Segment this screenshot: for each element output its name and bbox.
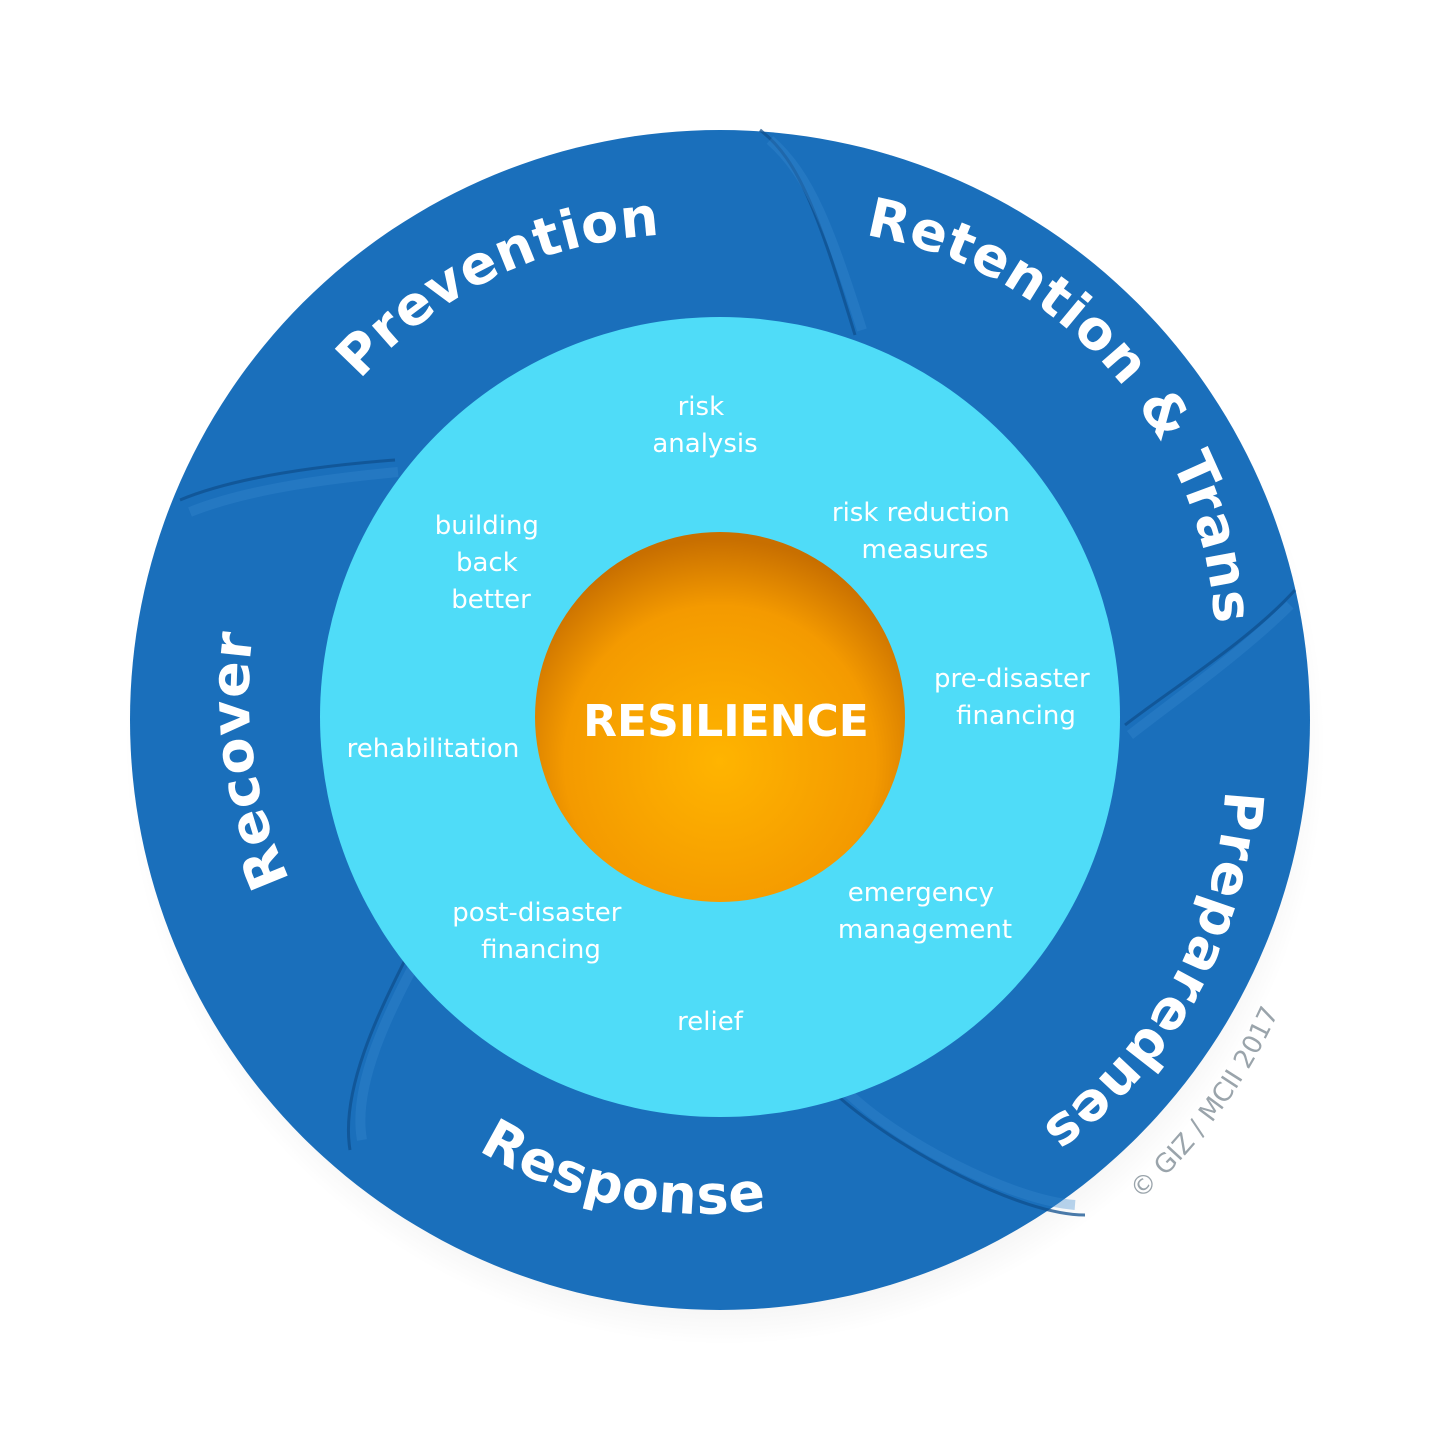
segment-dividers <box>179 128 1297 1217</box>
activity-risk-reduction-measures: risk reduction measures <box>832 498 1018 565</box>
resilience-core <box>535 532 905 902</box>
activity-post-disaster-financing: post-disaster financing <box>452 898 629 965</box>
segment-highlights <box>188 136 1294 1210</box>
center-label: RESILIENCE <box>583 696 869 747</box>
activity-risk-analysis: risk analysis <box>652 392 757 459</box>
activity-pre-disaster-financing: pre-disaster financing <box>934 664 1098 731</box>
activity-emergency-management: emergency management <box>838 878 1012 945</box>
activity-rehabilitation: rehabilitation <box>347 734 520 764</box>
activity-building-back-better: building back better <box>435 511 547 615</box>
activity-relief: relief <box>677 1007 744 1037</box>
